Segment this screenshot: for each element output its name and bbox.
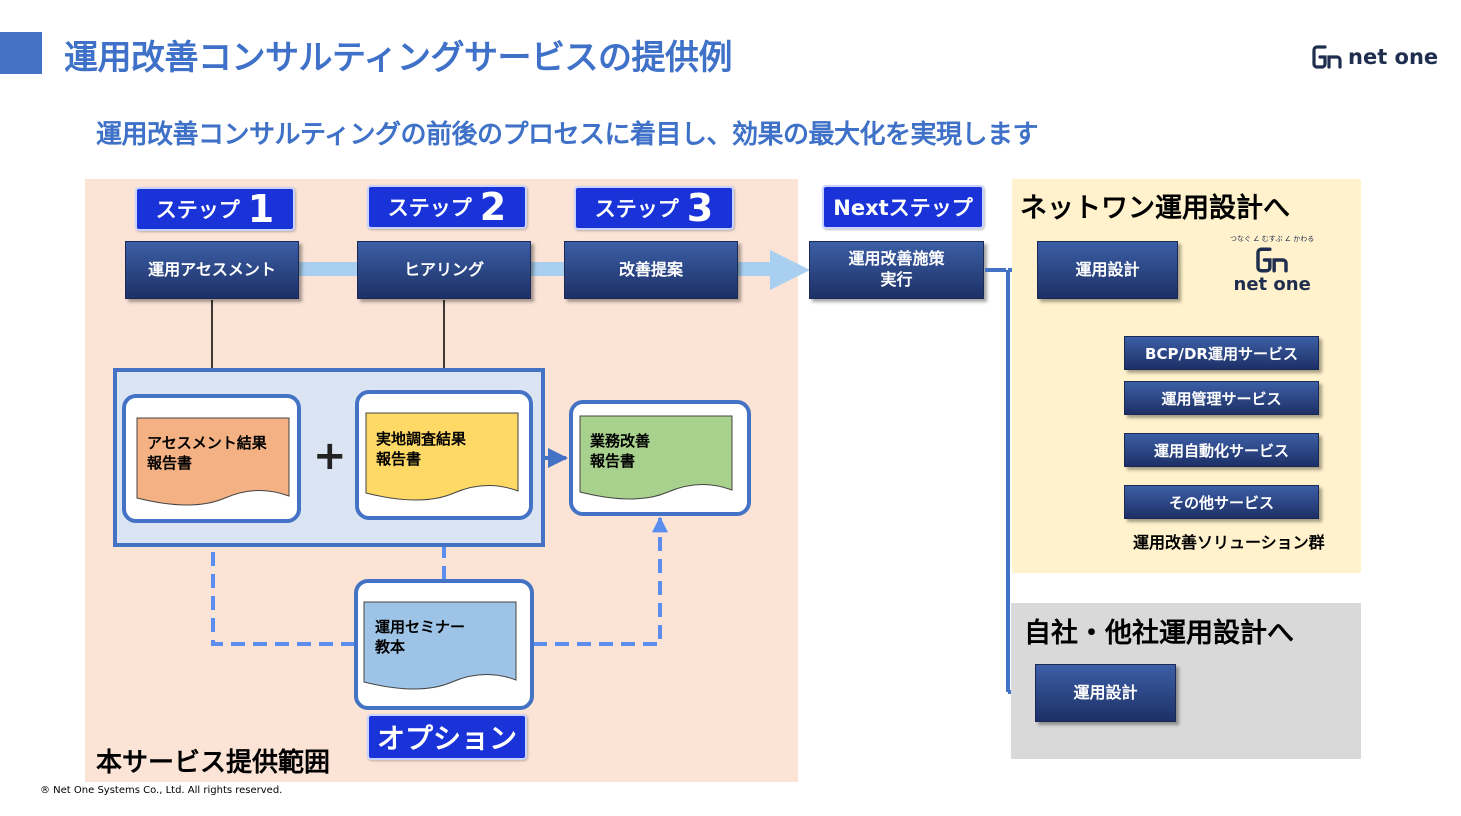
step-label: ステップ	[155, 198, 240, 222]
improvement-report-doc	[579, 415, 733, 500]
survey-report-text: 実地調査結果 報告書	[376, 430, 467, 468]
other-panel-title: 自社・他社運用設計へ	[1024, 618, 1294, 649]
step-1-badge: ステップ 1	[135, 187, 295, 231]
service-automation: 運用自動化サービス	[1124, 433, 1319, 467]
brand-logo: net one	[1312, 44, 1438, 70]
step-label: ステップ	[387, 196, 472, 220]
netone-small-logo: つなぐ ∠ むすぶ ∠ かわる net one	[1230, 234, 1314, 295]
assessment-report-text: アセスメント結果 報告書	[147, 434, 267, 472]
netone-logo-icon	[1312, 45, 1342, 69]
process-hearing: ヒアリング	[357, 241, 531, 299]
page-subtitle: 運用改善コンサルティングの前後のプロセスに着目し、効果の最大化を実現します	[96, 120, 1038, 150]
seminar-textbook-doc	[363, 601, 517, 690]
step-3-badge: ステップ 3	[574, 186, 734, 230]
logo-name: net one	[1233, 274, 1311, 295]
brand-name: net one	[1348, 45, 1439, 69]
scope-label: 本サービス提供範囲	[96, 748, 331, 778]
process-next-execution: 運用改善施策 実行	[809, 241, 984, 299]
step-2-badge: ステップ 2	[367, 185, 527, 229]
other-design-box: 運用設計	[1035, 664, 1176, 722]
logo-tagline: つなぐ ∠ むすぶ ∠ かわる	[1230, 235, 1315, 243]
process-proposal: 改善提案	[564, 241, 738, 299]
next-step-badge: Nextステップ	[822, 185, 984, 229]
step-number: 3	[686, 186, 714, 230]
step-number: 2	[479, 185, 507, 229]
plus-sign: +	[313, 433, 347, 479]
process-assessment: 運用アセスメント	[125, 241, 299, 299]
option-badge: オプション	[367, 714, 527, 760]
netone-panel-title: ネットワン運用設計へ	[1020, 193, 1290, 224]
step-label: ステップ	[594, 197, 679, 221]
service-bcp-dr: BCP/DR運用サービス	[1124, 336, 1319, 370]
title-accent-bar	[0, 32, 42, 74]
improvement-report-text: 業務改善 報告書	[590, 432, 651, 470]
step-number: 1	[247, 187, 275, 231]
service-other: その他サービス	[1124, 485, 1319, 519]
seminar-textbook-text: 運用セミナー 教本	[375, 618, 466, 656]
copyright-text: ® Net One Systems Co., Ltd. All rights r…	[40, 785, 283, 796]
flow-arrow-head	[770, 250, 810, 290]
netone-design-box: 運用設計	[1037, 241, 1178, 299]
page-title: 運用改善コンサルティングサービスの提供例	[64, 38, 732, 78]
assessment-report-doc	[136, 417, 290, 506]
service-operations-management: 運用管理サービス	[1124, 381, 1319, 415]
solution-group-label: 運用改善ソリューション群	[1133, 533, 1325, 552]
survey-report-doc	[365, 412, 519, 501]
netone-logo-icon	[1256, 247, 1288, 273]
